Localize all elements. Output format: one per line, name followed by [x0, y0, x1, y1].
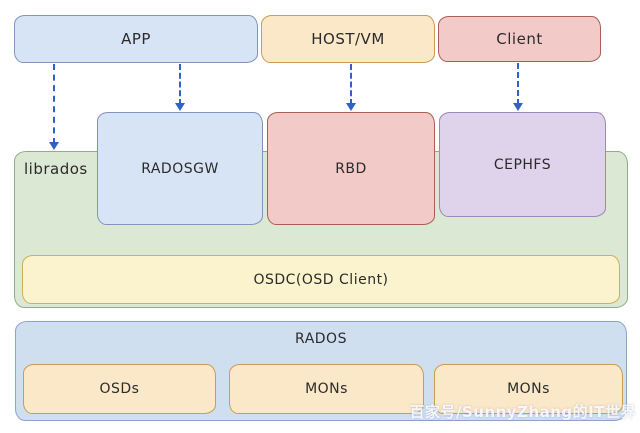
client-box: Client [438, 16, 601, 62]
host-vm-box: HOST/VM [261, 15, 435, 63]
arrow-stem [350, 64, 352, 105]
arrow-head-icon [49, 142, 59, 150]
librados-label: librados [24, 160, 88, 178]
arrow-stem [53, 64, 55, 144]
arrow-hostvm-to-rbd [345, 64, 357, 111]
watermark: 百家号/SunnyZhang的IT世界 [409, 403, 636, 421]
client-label: Client [496, 30, 543, 48]
arrow-head-icon [346, 103, 356, 111]
arrow-head-icon [175, 103, 185, 111]
cephfs-box: CEPHFS [439, 112, 606, 217]
mons-label-2: MONs [507, 381, 550, 397]
mons-label-1: MONs [305, 381, 348, 397]
rbd-label: RBD [335, 160, 367, 177]
osds-label: OSDs [99, 381, 140, 397]
arrow-app-to-librados [48, 64, 60, 150]
host-vm-label: HOST/VM [311, 30, 385, 48]
osds-box: OSDs [23, 364, 216, 414]
rados-label: RADOS [295, 331, 347, 347]
rbd-box: RBD [267, 112, 435, 225]
osdc-bar: OSDC(OSD Client) [22, 255, 620, 304]
arrow-stem [179, 64, 181, 105]
radosgw-label: RADOSGW [141, 160, 219, 177]
mons-box-1: MONs [229, 364, 424, 414]
rados-container: RADOS OSDs MONs MONs [15, 321, 627, 421]
arrow-app-to-radosgw [174, 64, 186, 111]
radosgw-box: RADOSGW [97, 112, 263, 225]
arrow-stem [517, 63, 519, 105]
app-box: APP [14, 15, 258, 63]
arrow-client-to-cephfs [512, 63, 524, 111]
arrow-head-icon [513, 103, 523, 111]
mons-box-2: MONs [434, 364, 623, 414]
cephfs-label: CEPHFS [493, 156, 552, 173]
osdc-label: OSDC(OSD Client) [253, 271, 389, 288]
app-label: APP [121, 30, 151, 48]
